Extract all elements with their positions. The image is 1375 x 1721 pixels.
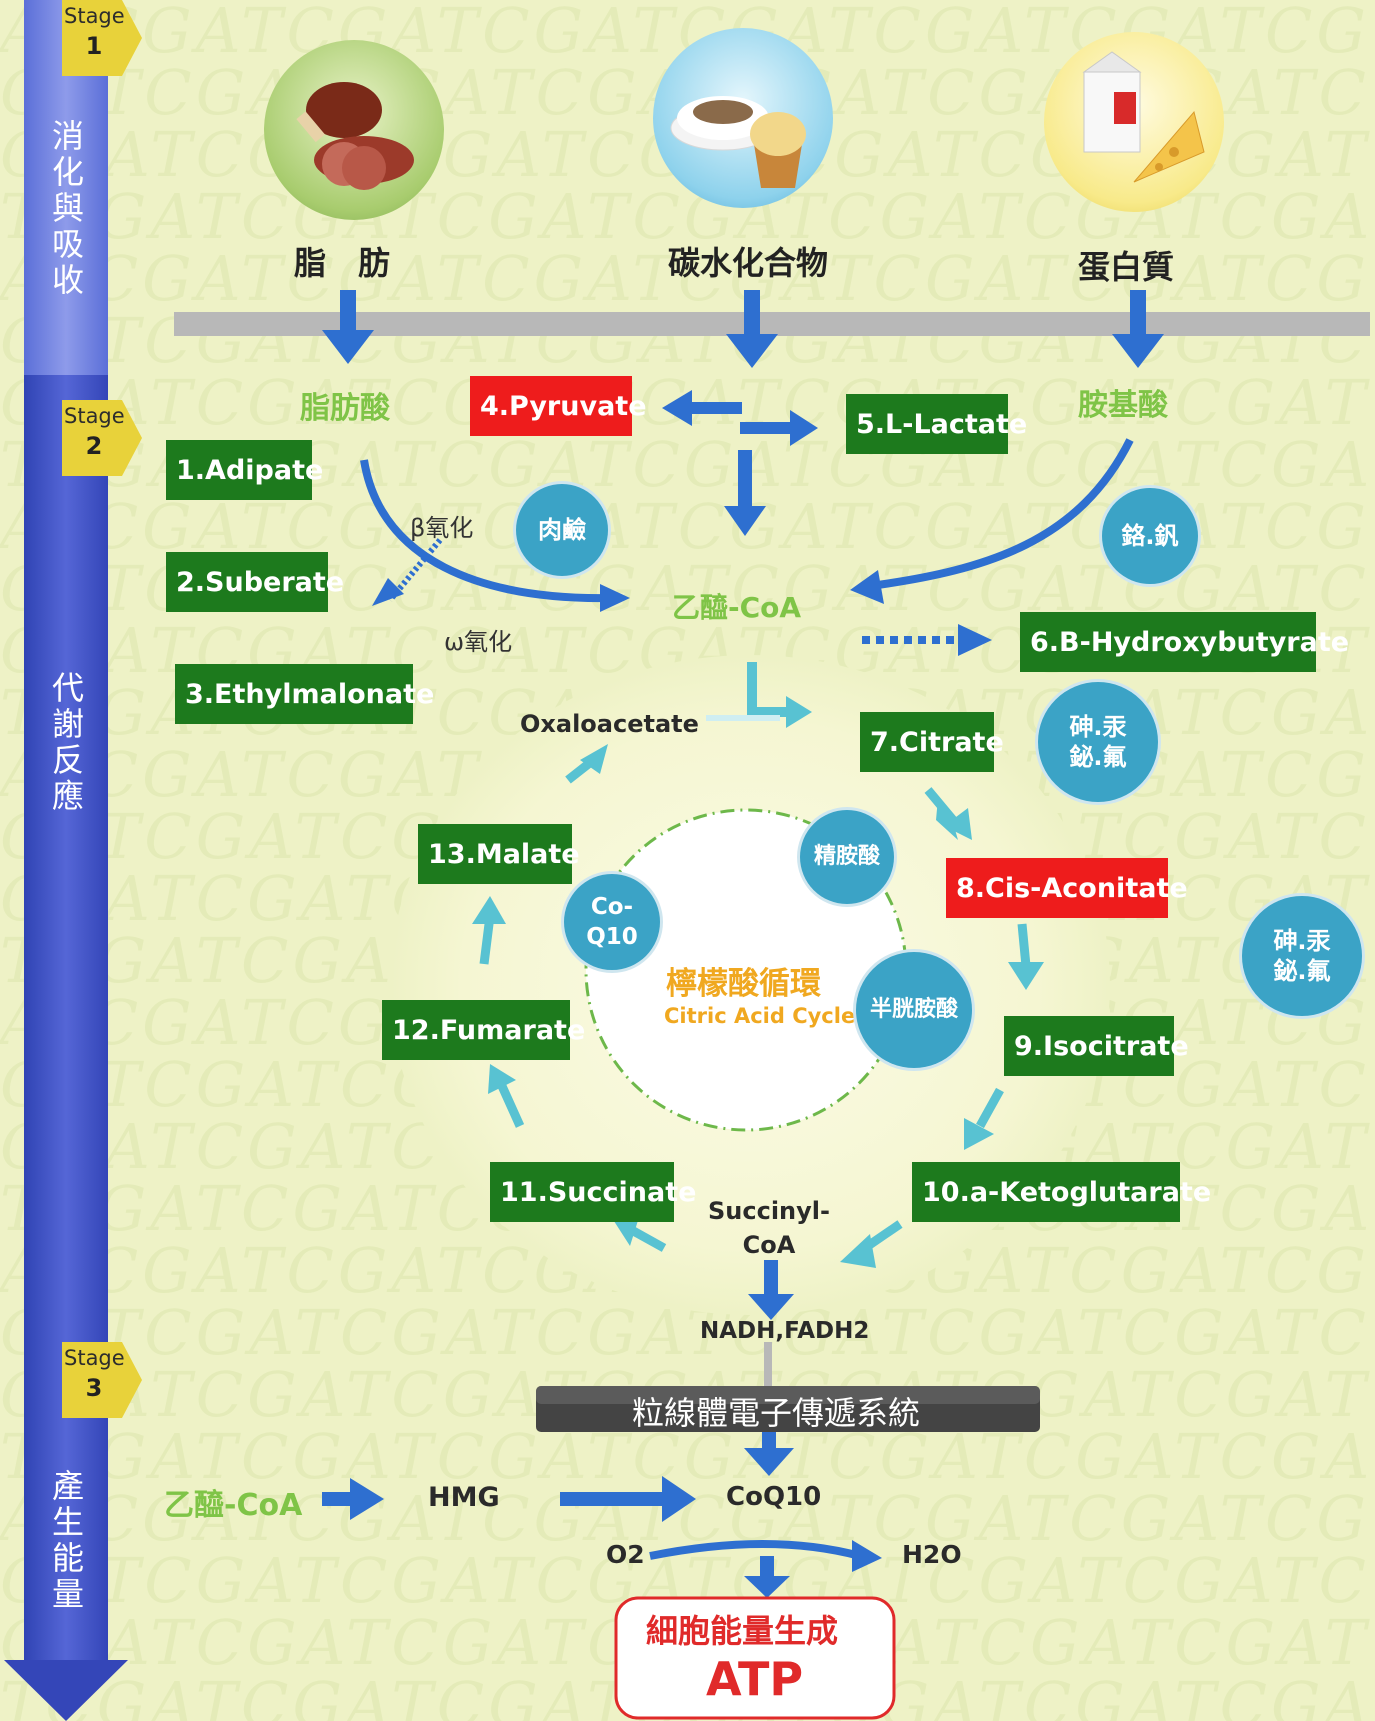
marker-fumarate: 12.Fumarate (382, 1000, 585, 1060)
carb-label: 碳水化合物 (668, 244, 829, 282)
carb-food-circle (653, 28, 833, 208)
stage-3-number: 3 (85, 1374, 103, 1402)
electron-transport-label: 粒線體電子傳遞系統 (632, 1394, 921, 1432)
stage-1-label: Stage (64, 4, 125, 28)
fat-label: 脂 肪 (294, 244, 391, 282)
marker-lactate: 5.L-Lactate (846, 394, 1027, 454)
fatty-acid-label: 脂肪酸 (300, 391, 390, 426)
tca-title-en: Citric Acid Cycle (664, 1004, 856, 1028)
marker-adipate: 1.Adipate (166, 440, 323, 500)
cofactor-carnitine: 肉鹼 (516, 484, 608, 576)
marker-pyruvate: 4.Pyruvate (470, 376, 647, 436)
marker-succinate: 11.Succinate (490, 1162, 696, 1222)
marker-citrate: 7.Citrate (860, 712, 1004, 772)
background-pattern-row: GATCGATCGATCGATCGATCGATCGATC (0, 1302, 1370, 1364)
marker-isocitrate: 9.Isocitrate (1004, 1016, 1189, 1076)
stage-1-title: 消 化 與 吸 收 (51, 117, 84, 299)
stage-2-number: 2 (85, 432, 103, 460)
marker-suberate: 2.Suberate (166, 552, 344, 612)
stage-3-title: 產 生 能 量 (51, 1467, 84, 1613)
fat-food-circle (264, 40, 444, 220)
omega-oxidation-label: ω氧化 (444, 628, 513, 656)
cofactor-toxic-metals-1: 砷.汞 鉍.氟 (1038, 682, 1158, 802)
beta-oxidation-label: β氧化 (410, 514, 474, 542)
atp-title: 細胞能量生成 (646, 1612, 839, 1650)
coq10-label: CoQ10 (726, 1482, 822, 1512)
stage-2-title: 代 謝 反 應 (51, 669, 84, 815)
cofactor-coq10: Co- Q10 (564, 874, 660, 970)
marker-hydroxybutyrate: 6.B-Hydroxybutyrate (1020, 612, 1349, 672)
water-label: H2O (902, 1540, 962, 1569)
cofactor-cysteine: 半胱胺酸 (856, 952, 972, 1068)
tca-title-cn: 檸檬酸循環 (666, 966, 821, 1002)
milk-cheese-icon (1082, 51, 1205, 183)
meat-icon (296, 82, 414, 190)
atp-label: ATP (706, 1652, 804, 1706)
protein-food-circle (1044, 32, 1224, 212)
oxygen-label: O2 (606, 1540, 645, 1569)
stage-1-number: 1 (85, 32, 103, 60)
background-pattern-row: TCGATCGATCGATCGATCGATCGATCGA (0, 1426, 1374, 1488)
marker-cis-aconitate: 8.Cis-Aconitate (946, 858, 1188, 918)
hmg-label: HMG (428, 1482, 500, 1513)
nadh-fadh2-label: NADH,FADH2 (700, 1318, 870, 1344)
stage-3-label: Stage (64, 1346, 125, 1370)
stage-1-tag: Stage 1 (62, 0, 142, 76)
stage-3-tag: Stage 3 (62, 1342, 142, 1418)
acetyl-coa-label: 乙醯-CoA (672, 591, 802, 624)
cofactor-toxic-metals-2: 砷.汞 鉍.氟 (1242, 896, 1362, 1016)
cofactor-arginine: 精胺酸 (800, 810, 894, 904)
rice-cake-icon (670, 96, 806, 188)
succinyl-coa-label: Succinyl- CoA (708, 1197, 830, 1259)
oxaloacetate-label: Oxaloacetate (520, 710, 699, 738)
marker-malate: 13.Malate (418, 824, 580, 884)
marker-ketoglutarate: 10.a-Ketoglutarate (912, 1162, 1211, 1222)
acetyl-coa-stage3-label: 乙醯-CoA (164, 1488, 303, 1523)
stage-2-tag: Stage 2 (62, 400, 142, 476)
stage-2-label: Stage (64, 404, 125, 428)
cofactor-chromium-vanadium: 鉻.釩 (1102, 488, 1198, 584)
protein-label: 蛋白質 (1078, 248, 1175, 286)
digestion-bar (174, 312, 1370, 336)
amino-acid-label: 胺基酸 (1078, 388, 1168, 423)
marker-ethylmalonate: 3.Ethylmalonate (175, 664, 434, 724)
